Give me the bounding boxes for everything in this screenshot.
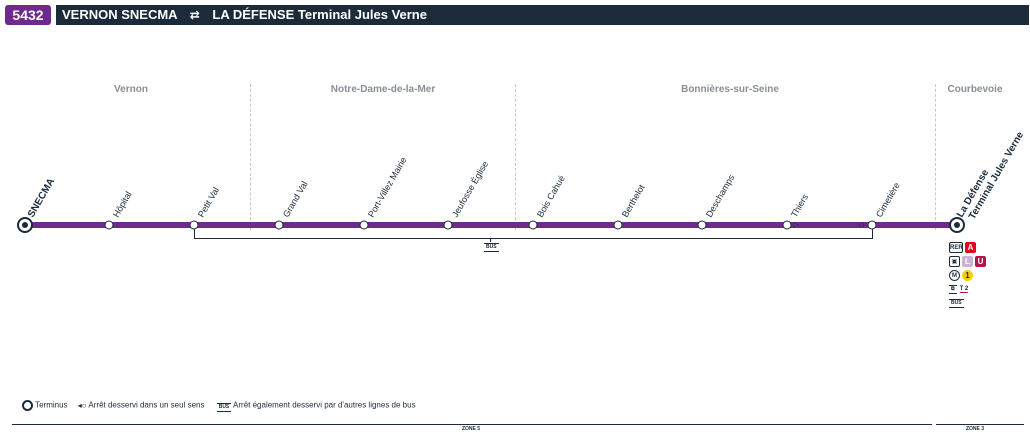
town-separator [515, 84, 516, 230]
tram-icon: ⧉ [949, 285, 957, 294]
one-way-legend-icon: ◂○ [77, 400, 87, 410]
bus-tag-icon: BUS [484, 243, 499, 252]
bidirectional-arrows-icon: ⇄ [189, 8, 200, 22]
town-label: Vernon [114, 84, 148, 95]
bus-connections: BUS [949, 299, 964, 308]
town-separator [935, 84, 936, 230]
line-number-badge: 5432 [5, 5, 51, 25]
rer-line-badge[interactable]: A [965, 242, 976, 253]
zone-5-line [12, 424, 932, 425]
town-label: Courbevoie [947, 84, 1003, 95]
stop-label: Grand Val [281, 179, 310, 219]
stop-label: Bois Cahué [535, 173, 567, 219]
stop-label: Port-Villez Mairie [366, 155, 409, 219]
train-line-badge[interactable]: U [975, 256, 986, 267]
terminus-marker[interactable] [949, 217, 965, 233]
branch-tick [490, 238, 491, 242]
stop-label: Cimetière [874, 180, 902, 219]
route-line [25, 222, 957, 228]
stop-marker[interactable] [697, 220, 707, 230]
stop-marker[interactable] [274, 220, 284, 230]
stop-marker[interactable] [782, 220, 792, 230]
stop-label: SNECMA [26, 176, 58, 220]
stop-label: Deschamps [704, 172, 737, 219]
stop-label: Thiers [789, 192, 811, 219]
zone-3-line [936, 424, 1024, 425]
terminus-legend-icon [22, 400, 33, 411]
metro-icon: M [949, 270, 960, 281]
town-label: Bonnières-sur-Seine [681, 84, 779, 95]
train-icon: ▣ [949, 256, 960, 267]
branch-line [194, 229, 873, 239]
legend: Terminus ◂○ Arrêt desservi dans un seul … [22, 400, 416, 412]
stop-marker[interactable] [104, 220, 114, 230]
stop-label: Jeufosse Église [450, 159, 491, 219]
tram-connections: ⧉T 2 [949, 285, 969, 294]
metro-line-badge[interactable]: 1 [962, 270, 973, 281]
header: 5432 VERNON SNECMA ⇄ LA DÉFENSE Terminal… [5, 5, 1029, 25]
one-way-left-icon: ◁ [858, 220, 865, 229]
stop-label: Hôpital [111, 189, 134, 219]
train-line-badge[interactable]: L [962, 256, 973, 267]
rer-icon: RER [949, 242, 963, 253]
stop-marker[interactable] [528, 220, 538, 230]
legend-one-way: Arrêt desservi dans un seul sens [88, 400, 205, 410]
bus-legend-icon: BUS [216, 402, 232, 412]
terminus-marker[interactable] [17, 217, 33, 233]
stop-marker[interactable] [359, 220, 369, 230]
town-separator [250, 84, 251, 230]
one-way-right-icon: ▷ [793, 220, 800, 229]
legend-other-bus: Arrêt également desservi par d'autres li… [233, 400, 416, 410]
bus-icon: BUS [949, 299, 964, 308]
tram-line-badge[interactable]: T 2 [959, 286, 969, 293]
route-title: VERNON SNECMA ⇄ LA DÉFENSE Terminal Jule… [56, 5, 1029, 25]
destination-label: LA DÉFENSE Terminal Jules Verne [212, 7, 427, 22]
stop-label: Petit Val [196, 185, 222, 219]
town-label: Notre-Dame-de-la-Mer [330, 84, 436, 95]
stop-marker[interactable] [443, 220, 453, 230]
zone-5-label: ZONE 5 [461, 426, 481, 432]
stop-label: Berthelot [620, 182, 647, 219]
stop-marker[interactable] [613, 220, 623, 230]
zone-3-label: ZONE 3 [965, 426, 985, 432]
legend-terminus: Terminus [35, 400, 68, 410]
origin-label: VERNON SNECMA [62, 7, 178, 22]
